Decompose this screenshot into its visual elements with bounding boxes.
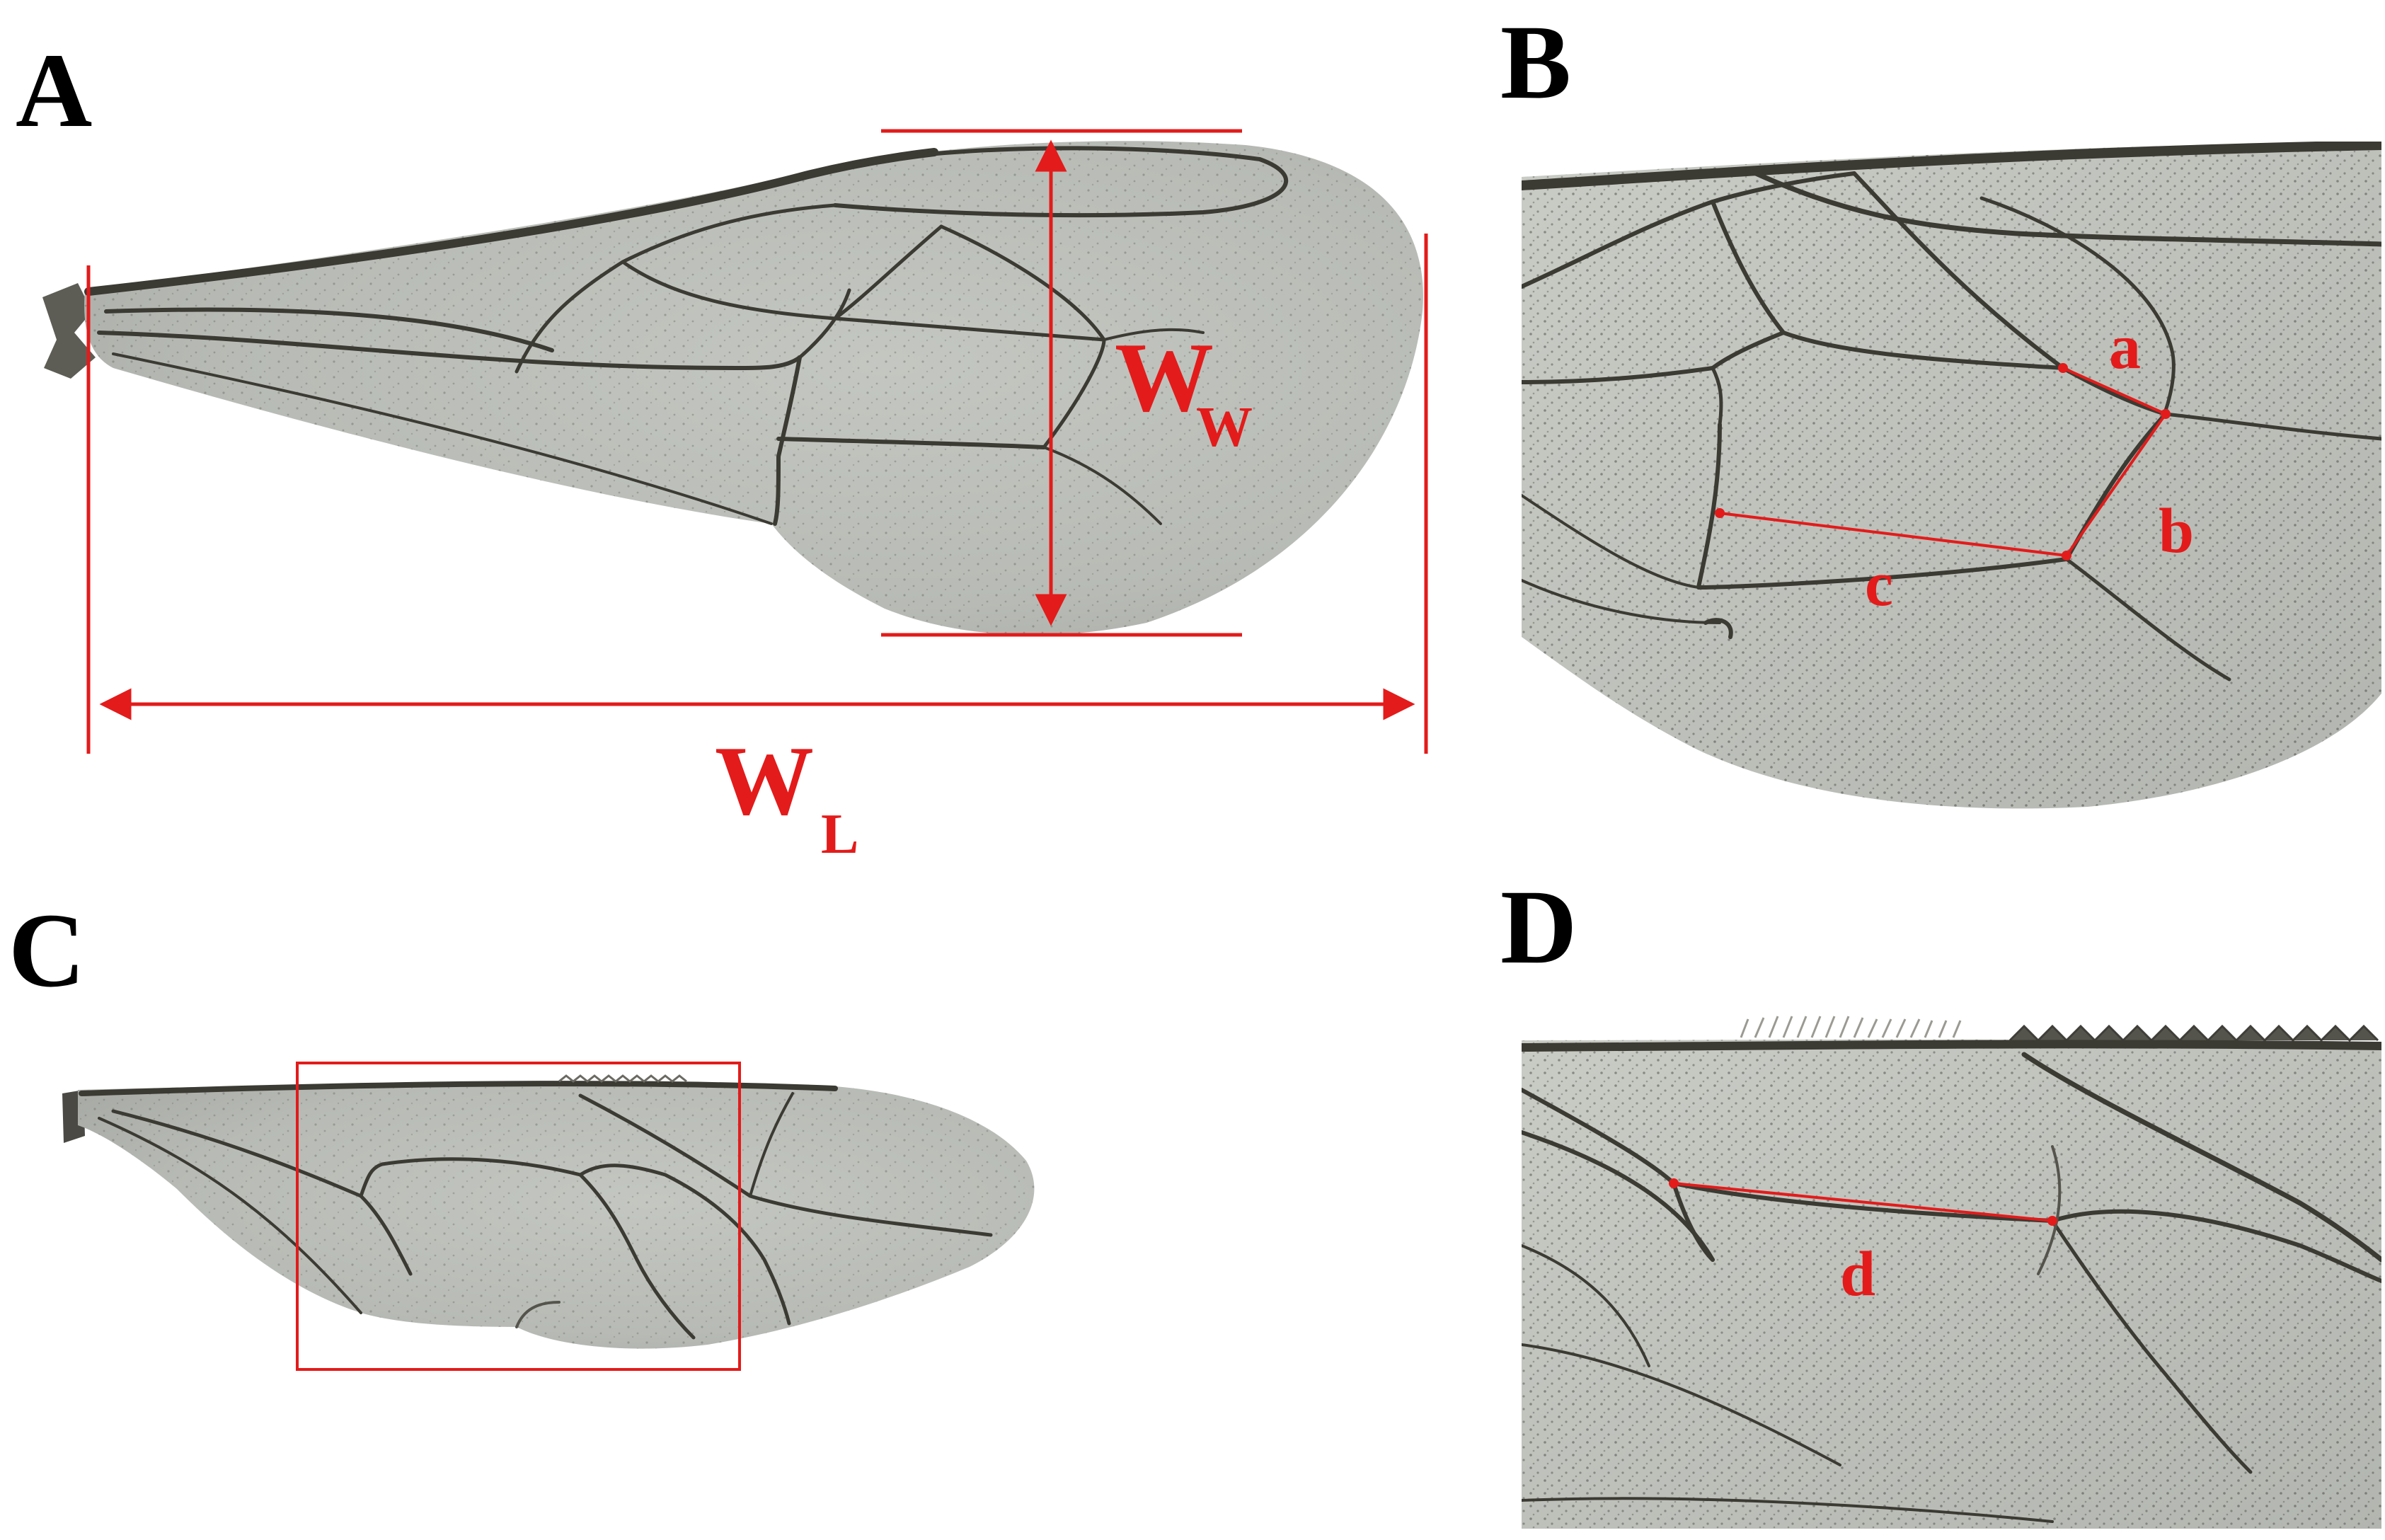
label-ww-subscript: W [1196,396,1253,459]
vein-measurement-d: d [1669,1178,2057,1309]
label-c: c [1865,549,1893,619]
label-wl: W [715,726,814,836]
width-measurement: W W [881,129,1253,637]
forewing-a [42,141,1423,636]
panel-letter-a: A [16,32,92,149]
hindwing-c [62,1074,1035,1349]
panel-b: B [1500,4,2381,809]
vein-measurements-b: a b c [1715,312,2194,619]
label-wl-subscript: L [821,803,858,866]
label-a: a [2109,312,2141,382]
forewing-detail-b [1522,142,2381,809]
label-ww: W [1115,323,1214,432]
panel-letter-b: B [1500,4,1571,121]
hindwing-detail-d [1522,1016,2381,1529]
panel-letter-d: D [1500,868,1577,986]
panel-a: A W W [16,32,1428,866]
label-d: d [1840,1239,1875,1309]
detail-box [296,1062,741,1371]
panel-letter-c: C [8,892,85,1009]
panel-d: D d [1500,868,2381,1529]
panel-c: C [8,892,1035,1371]
length-measurement: W L [86,234,1428,866]
label-b: b [2159,496,2194,566]
